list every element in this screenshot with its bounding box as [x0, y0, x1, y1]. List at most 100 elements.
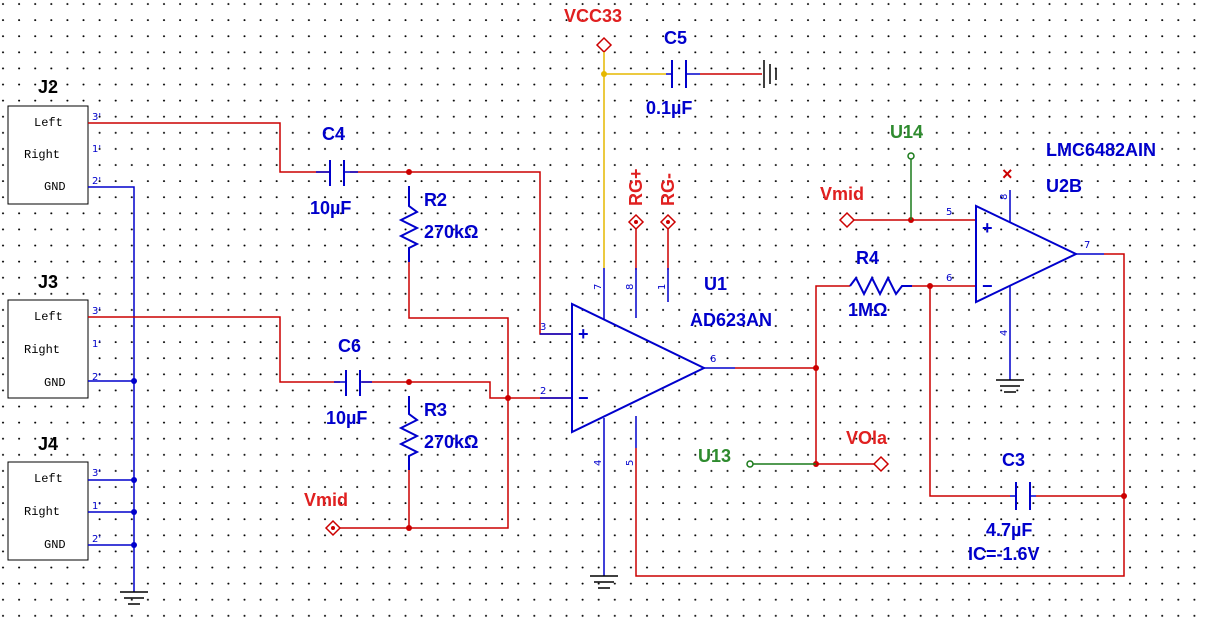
r3-value: 270kΩ: [424, 432, 478, 452]
u1-pin4: 4: [593, 460, 604, 466]
j2-pinnum-left: 3': [92, 112, 101, 123]
connector-j3[interactable]: J3 Left Right GND 3' 1' 2': [7, 272, 101, 399]
vcc33-text: VCC33: [564, 6, 622, 26]
u2b-plus-sign: +: [982, 218, 993, 238]
j4-ref: J4: [38, 434, 58, 454]
rg-plus-text: RG+: [626, 168, 646, 206]
j3-pin-gnd: GND: [44, 376, 66, 390]
u1-minus-sign: −: [578, 388, 589, 408]
j2-pin-left: Left: [34, 116, 63, 130]
j4-pin-left: Left: [34, 472, 63, 486]
c4-ref: C4: [322, 124, 345, 144]
j3-pinnum-gnd: 2': [92, 372, 101, 383]
resistor-r3[interactable]: R3 270kΩ: [398, 396, 478, 470]
j2-pin-gnd: GND: [44, 180, 66, 194]
u2b-ref: U2B: [1046, 176, 1082, 196]
ground-symbol-u1: [590, 575, 618, 589]
u1-part: AD623AN: [690, 310, 772, 330]
c3-ref: C3: [1002, 450, 1025, 470]
wire-r4-to-u2b-minus: [912, 283, 1010, 497]
u1-pin5: 5: [625, 460, 636, 466]
vmid-right-text: Vmid: [820, 184, 864, 204]
j4-pin-gnd: GND: [44, 538, 66, 552]
wire-vcc33: [601, 52, 666, 268]
connector-j2[interactable]: J2 Left Right GND 3' 1' 2': [7, 77, 101, 205]
wire-r3-bottom-to-vmid: [340, 395, 511, 531]
j2-body: [7, 105, 89, 205]
j3-pinnum-left: 3': [92, 306, 101, 317]
u1-body: [571, 302, 707, 434]
j2-pin-right: Right: [24, 148, 60, 162]
j3-pinnum-right: 1': [92, 339, 101, 350]
j4-pin-right: Right: [24, 505, 60, 519]
j4-body: [7, 461, 89, 561]
u2b-pin7: 7: [1084, 240, 1090, 251]
c6-value: 10µF: [326, 408, 367, 428]
j3-pin-left: Left: [34, 310, 63, 324]
wire-feedback: [635, 253, 1125, 577]
u1-pin6: 6: [710, 354, 716, 365]
u1-pin8: 8: [625, 284, 636, 290]
vmid-left-text: Vmid: [304, 490, 348, 510]
u1-ref: U1: [704, 274, 727, 294]
u2b-pin6: 6: [946, 273, 952, 284]
c5-ref: C5: [664, 28, 687, 48]
u1-pin3: 3: [540, 322, 546, 333]
u1-pin7: 7: [593, 284, 604, 290]
c5-value: 0.1µF: [646, 98, 692, 118]
capacitor-c4[interactable]: C4 10µF: [310, 124, 358, 218]
wire-j2-left-to-c4: [88, 122, 330, 173]
j3-body: [7, 299, 89, 399]
netlabel-rg-plus[interactable]: RG+: [626, 168, 646, 270]
r2-ref: R2: [424, 190, 447, 210]
netlabel-vmid-left[interactable]: Vmid: [304, 490, 348, 537]
r4-ref: R4: [856, 248, 879, 268]
u2b-pin5: 5: [946, 207, 952, 218]
j4-pinnum-gnd: 2': [92, 534, 101, 545]
j2-ref: J2: [38, 77, 58, 97]
j4-pinnum-right: 1': [92, 501, 101, 512]
netlabel-vmid-right[interactable]: Vmid: [820, 184, 976, 229]
capacitor-c6[interactable]: C6 10µF: [326, 336, 372, 428]
u2b-pin4: 4: [999, 330, 1010, 336]
opamp-u2b[interactable]: + − 5 6 7 8 4 × LMC6482AIN U2B: [946, 140, 1156, 380]
j3-ref: J3: [38, 272, 58, 292]
resistor-r4[interactable]: R4 1MΩ: [848, 248, 912, 320]
c3-value: 4.7µF: [986, 520, 1032, 540]
j4-pinnum-left: 3': [92, 468, 101, 479]
wire-r2-bottom: [408, 252, 509, 398]
u2b-part: LMC6482AIN: [1046, 140, 1156, 160]
gnd-bus-left: [88, 186, 137, 592]
opamp-u1[interactable]: + − 1 7 8 3 2 6 4 5 U1 AD623AN: [540, 268, 772, 576]
probe-u13[interactable]: U13: [698, 446, 816, 468]
u2b-pin8: 8: [999, 194, 1010, 200]
r2-value: 270kΩ: [424, 222, 478, 242]
j3-pin-right: Right: [24, 343, 60, 357]
capacitor-c3[interactable]: C3 4.7µF IC=-1.6V: [968, 450, 1127, 564]
vola-text: VOla: [846, 428, 888, 448]
u14-text: U14: [890, 122, 923, 142]
u1-pin1: 1: [657, 284, 668, 290]
ground-symbol-u2b: [996, 379, 1024, 393]
resistor-r2[interactable]: R2 270kΩ: [398, 186, 478, 262]
u1-plus-sign: +: [578, 324, 589, 344]
c3-ic: IC=-1.6V: [968, 544, 1040, 564]
j2-pinnum-right: 1': [92, 144, 101, 155]
wire-j3-left-to-c6: [88, 316, 340, 383]
connector-j4[interactable]: J4 Left Right GND 3' 1' 2': [7, 434, 101, 561]
u2b-minus-sign: −: [982, 276, 993, 296]
netlabel-rg-minus[interactable]: RG-: [658, 173, 678, 270]
u2b-noconnect: ×: [1002, 164, 1013, 184]
probe-u14[interactable]: U14: [890, 122, 923, 220]
netlabel-vola[interactable]: VOla: [846, 428, 890, 473]
u1-pin2: 2: [540, 386, 546, 397]
ground-symbol-c5: [763, 60, 777, 88]
wire-c6-to-u1-minus: [362, 379, 572, 399]
capacitor-c5[interactable]: C5 0.1µF: [646, 28, 762, 118]
rg-minus-text: RG-: [658, 173, 678, 206]
c4-value: 10µF: [310, 198, 351, 218]
c6-ref: C6: [338, 336, 361, 356]
r4-value: 1MΩ: [848, 300, 887, 320]
netlabel-vcc33[interactable]: VCC33: [564, 6, 622, 54]
ground-symbol-left: [120, 591, 148, 605]
